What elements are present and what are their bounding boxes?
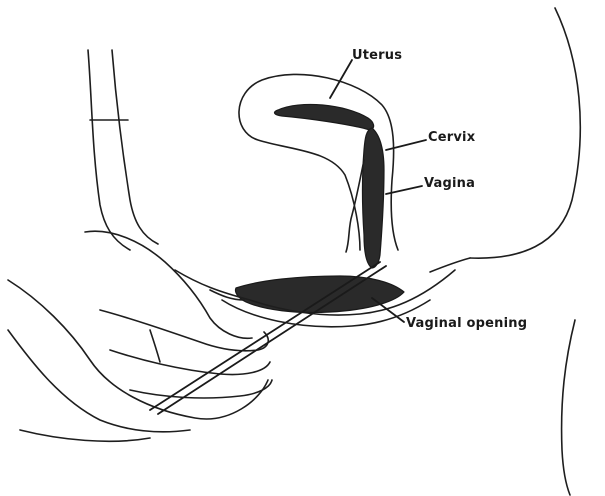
lower-thigh-outline [20,430,150,441]
lower-back-outline [562,320,575,495]
uterine-cavity [275,104,374,130]
perineum-outline [430,258,470,272]
buttock-outline [470,8,580,258]
thumb-outline [85,231,252,338]
vaginal-canal [363,128,385,268]
left-thigh-outline [88,50,130,250]
vagina-label: Vagina [424,176,475,191]
vaginal-opening-region [235,276,404,313]
finger-2-outline [110,350,270,375]
left-leg-inner-outline [112,50,158,244]
canal-wall-detail [346,160,364,252]
uterus-label: Uterus [352,48,402,63]
vaginal-opening-label: Vaginal opening [406,316,527,331]
cervix-leader [386,140,426,150]
finger-3-outline [130,380,272,398]
cervix-label: Cervix [428,130,475,145]
hand-lower-outline [8,330,190,432]
finger-1-outline [100,310,268,351]
knuckle-line [150,330,160,362]
